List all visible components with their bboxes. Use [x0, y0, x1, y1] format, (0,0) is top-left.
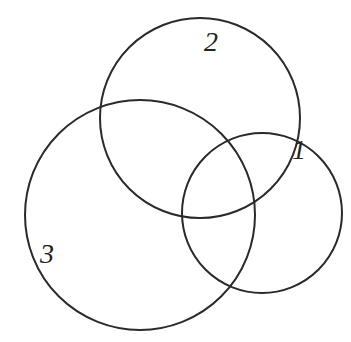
ring-number: 2 — [204, 28, 218, 56]
ring-2 — [100, 18, 300, 218]
ring-number: 3 — [40, 240, 54, 268]
ring-number: 1 — [292, 136, 306, 164]
ring-1 — [182, 133, 342, 293]
